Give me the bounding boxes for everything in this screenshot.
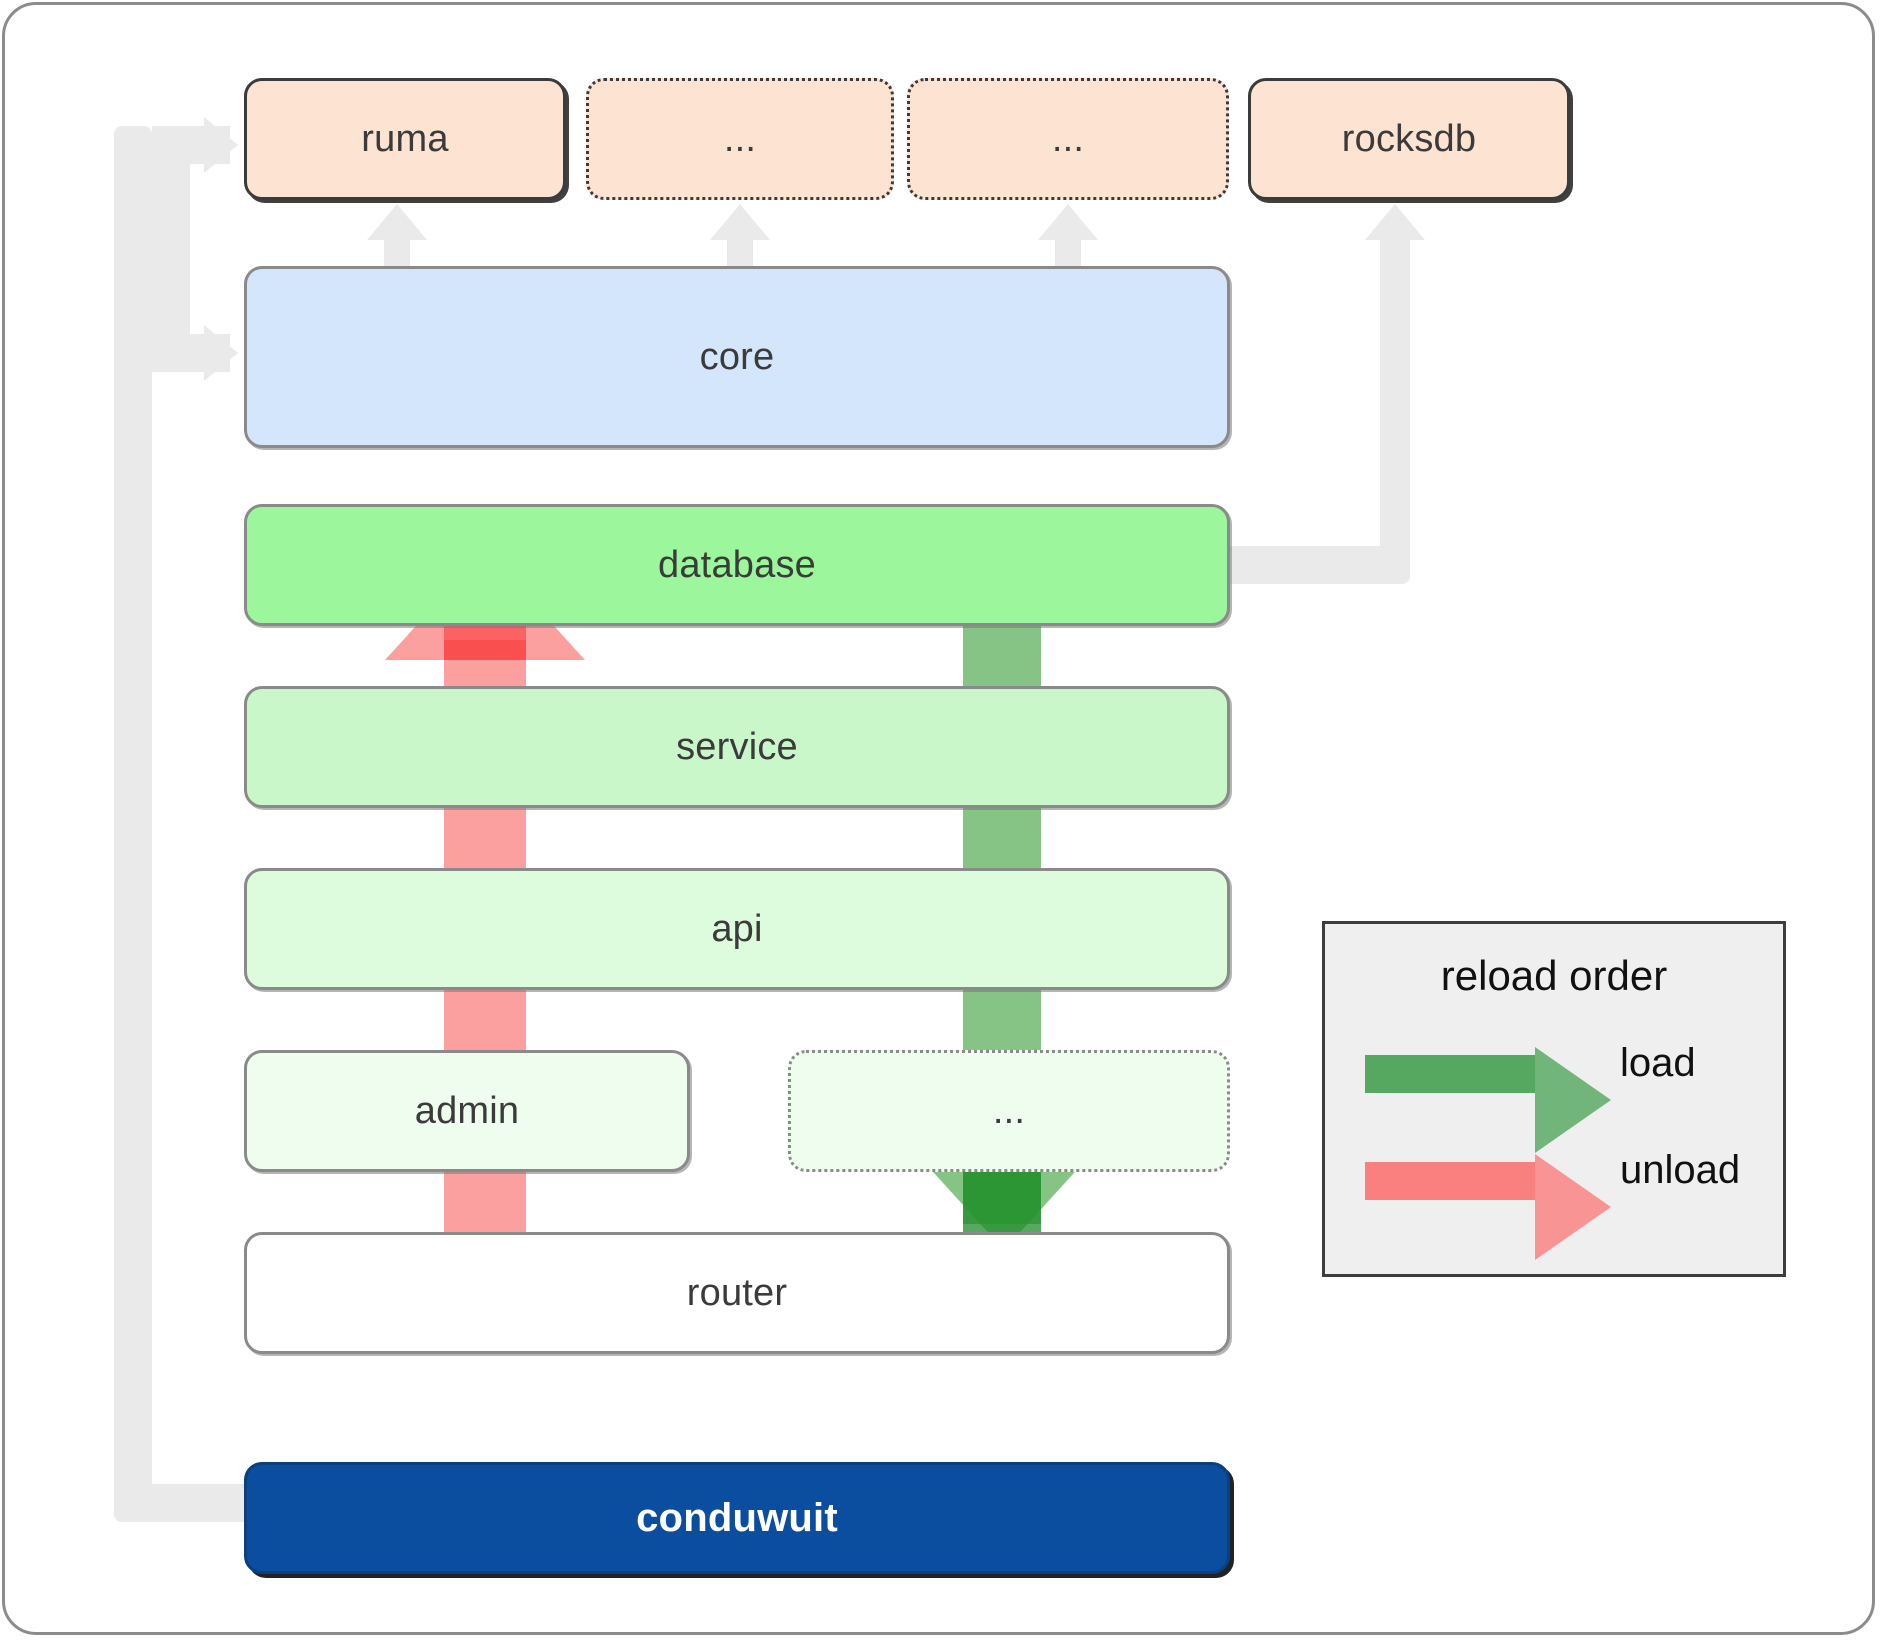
dep-node-more-2[interactable]: ... (907, 78, 1229, 200)
layer-node-admin-label: admin (414, 1089, 520, 1132)
connector-arrowhead-rocksdb (1365, 204, 1425, 240)
layer-node-more-label: ... (992, 1089, 1026, 1132)
legend-load-shaft (1365, 1055, 1535, 1093)
legend-row-load: load (1325, 1029, 1783, 1153)
connector-database-to-rocksdb-horizontal (1224, 546, 1410, 584)
legend-load-arrowhead (1535, 1047, 1611, 1153)
layer-node-service-label: service (676, 725, 798, 768)
root-node-conduwuit-label: conduwuit (636, 1495, 838, 1540)
dep-node-ruma[interactable]: ruma (244, 78, 566, 200)
connector-database-to-rocksdb-vertical (1380, 226, 1410, 566)
root-node-conduwuit[interactable]: conduwuit (244, 1462, 1230, 1574)
layer-node-database-label: database (658, 543, 816, 586)
dep-node-more-1[interactable]: ... (586, 78, 894, 200)
legend-load-label: load (1620, 1041, 1696, 1085)
dep-node-ruma-label: ruma (361, 117, 449, 160)
dep-node-more-2-label: ... (1051, 117, 1085, 160)
legend-unload-label: unload (1620, 1148, 1741, 1192)
layer-node-database[interactable]: database (244, 504, 1230, 626)
legend-row-unload: unload (1325, 1136, 1783, 1260)
connector-arrowhead-ruma (204, 117, 238, 173)
connector-branch-vertical-core (152, 126, 190, 356)
connector-arrowhead-core-to-ruma (367, 204, 427, 240)
connector-to-conduwuit (114, 1484, 266, 1522)
connector-arrowhead-core-to-dots1 (710, 204, 770, 240)
connector-arrowhead-core (204, 325, 238, 381)
layer-node-admin[interactable]: admin (244, 1050, 690, 1172)
layer-node-more[interactable]: ... (788, 1050, 1230, 1172)
layer-node-core-label: core (699, 335, 775, 378)
layer-node-core[interactable]: core (244, 266, 1230, 448)
dep-node-rocksdb-label: rocksdb (1341, 117, 1477, 160)
connector-arrowhead-core-to-dots2 (1038, 204, 1098, 240)
legend-panel: reload order load unload (1322, 921, 1786, 1277)
dep-node-rocksdb[interactable]: rocksdb (1248, 78, 1570, 200)
legend-unload-arrowhead (1535, 1154, 1611, 1260)
layer-node-api-label: api (711, 907, 763, 950)
legend-title: reload order (1440, 952, 1668, 999)
layer-node-api[interactable]: api (244, 868, 1230, 990)
connector-trunk-vertical (114, 126, 152, 1522)
dep-node-more-1-label: ... (723, 117, 757, 160)
layer-node-router[interactable]: router (244, 1232, 1230, 1354)
layer-node-service[interactable]: service (244, 686, 1230, 808)
layer-node-router-label: router (686, 1271, 788, 1314)
legend-unload-shaft (1365, 1162, 1535, 1200)
